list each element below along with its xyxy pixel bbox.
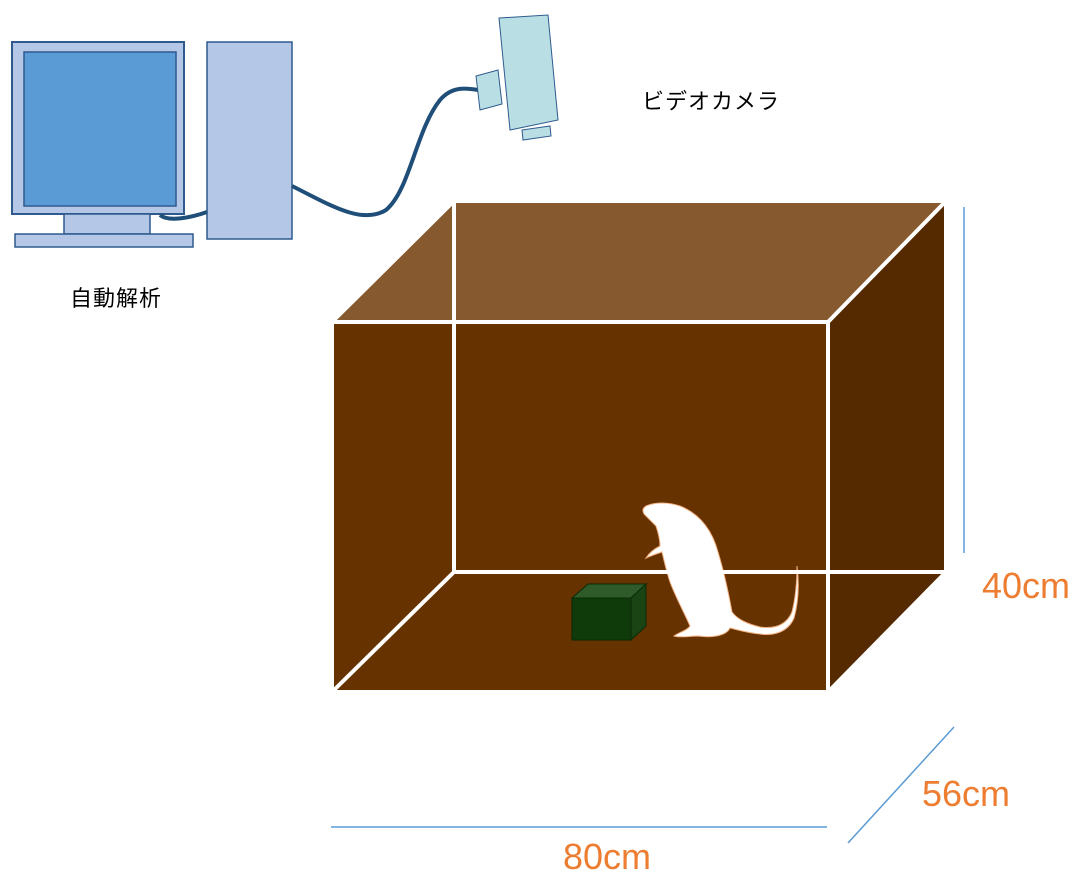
camera-label: ビデオカメラ <box>642 90 781 115</box>
camera-cable <box>291 86 479 218</box>
height-dimension-label: 40cm <box>982 565 1071 606</box>
computer-monitor-icon <box>11 41 194 248</box>
box-top-face <box>332 201 946 322</box>
box-side-face <box>828 201 946 692</box>
open-field-box <box>330 199 948 694</box>
depth-dimension-line <box>847 726 955 844</box>
object-block <box>570 582 648 642</box>
box-frame-edges <box>330 199 948 694</box>
width-dimension-label: 80cm <box>563 836 652 877</box>
rat-icon <box>642 502 799 638</box>
analysis-label: 自動解析 <box>70 287 163 312</box>
monitor-cable <box>158 210 208 221</box>
computer-tower-icon <box>206 41 293 240</box>
depth-dimension-label: 56cm <box>922 773 1011 814</box>
video-camera-icon <box>475 14 559 141</box>
